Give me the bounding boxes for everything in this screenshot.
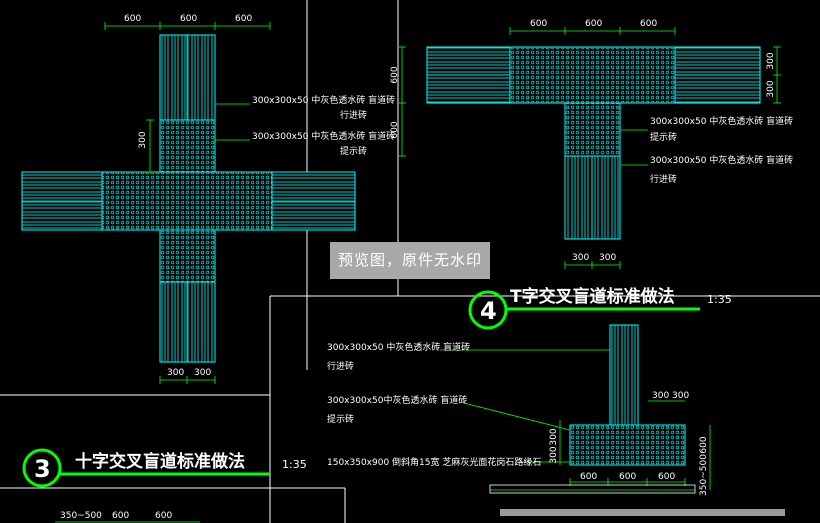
tee-label-warning-line1: 300x300x50 中灰色透水砖 盲道砖 [650, 115, 793, 127]
title-cross-number: 3 [34, 455, 51, 483]
partial-dim-3: 600 [155, 511, 172, 521]
title-tee-text: T字交叉盲道标准做法 [510, 286, 675, 307]
cross-bottom-warning-tiles [159, 229, 216, 283]
curb-stone [489, 484, 696, 494]
cross-dim-bottom-2: 300 [194, 368, 211, 378]
cross-dim-left: 300 [138, 131, 148, 148]
end-dim-bottom-2: 600 [619, 472, 636, 482]
cross-dim-top-2: 600 [180, 14, 197, 24]
cross-label-guide-line2: 行进砖 [340, 109, 367, 121]
cross-label-warning-line1: 300x300x50 中灰色透水砖 盲道砖 [252, 130, 395, 142]
end-dim-bottom-3: 600 [658, 472, 675, 482]
cross-label-guide-line1: 300x300x50 中灰色透水砖 盲道砖 [252, 94, 395, 106]
tee-top-warning-tiles [509, 46, 676, 104]
horizontal-scrollbar[interactable] [500, 509, 785, 516]
cross-bottom-guide-tiles [159, 281, 216, 363]
partial-dim-2: 600 [112, 511, 129, 521]
end-dim-right-1: 600 [699, 436, 709, 453]
end-label-guide-line2: 行进砖 [327, 360, 354, 372]
tee-stem-guide-tiles [564, 155, 621, 240]
title-cross-text: 十字交叉盲道标准做法 [75, 451, 245, 472]
cross-dim-top-1: 600 [124, 14, 141, 24]
tee-dim-top-2: 600 [585, 19, 602, 29]
partial-plan-bottom: 350~500 600 600 [55, 511, 200, 523]
end-label-curb: 150x350x900 倒斜角15宽 芝麻灰光面花岗石路缘石 [327, 456, 541, 468]
end-dim-left-1: 300 [549, 428, 559, 445]
tee-dim-right-1: 300 [766, 52, 776, 69]
title-tee: 4 T字交叉盲道标准做法 1:35 [468, 286, 732, 330]
title-cross-scale: 1:35 [282, 458, 307, 471]
end-label-warning-line1: 300x300x50中灰色透水砖 盲道砖 [327, 394, 467, 406]
end-label-guide-line1: 300x300x50 中灰色透水砖 盲道砖 [327, 341, 470, 353]
tee-dim-bottom-1: 300 [572, 253, 589, 263]
partial-dim-1: 350~500 [60, 511, 102, 521]
tee-dim-left-1: 600 [390, 66, 400, 83]
tee-dim-top-1: 600 [530, 19, 547, 29]
watermark-banner: 预览图，原件无水印 [330, 242, 490, 279]
title-cross-circle [22, 448, 62, 488]
end-dim-right-2: 350~500 [699, 454, 709, 496]
end-dim-bottom-1: 600 [580, 472, 597, 482]
tee-dim-left-2: 600 [390, 121, 400, 138]
tee-dim-bottom-2: 300 [599, 253, 616, 263]
cross-intersection-plan: 600 600 600 300 300 300 300x300x50 中灰色透水… [21, 14, 395, 384]
tee-label-guide-line2: 行进砖 [650, 173, 677, 185]
cross-center-warning-tiles [101, 171, 273, 231]
cross-label-warning-line2: 提示砖 [340, 145, 367, 157]
cross-top-warning-tiles [159, 119, 216, 173]
end-detail-plan: 300x300x50 中灰色透水砖 盲道砖 行进砖 300x300x50中灰色透… [327, 324, 711, 496]
title-tee-number: 4 [480, 297, 497, 325]
end-warning-tiles [569, 424, 686, 466]
title-tee-scale: 1:35 [707, 293, 732, 306]
end-dim-top: 300 300 [652, 391, 689, 401]
tee-dim-top-3: 600 [640, 19, 657, 29]
end-label-warning-line2: 提示砖 [327, 413, 354, 425]
tee-label-guide-line1: 300x300x50 中灰色透水砖 盲道砖 [650, 154, 793, 166]
tee-stem-warning-tiles [564, 102, 621, 157]
end-guide-tiles [609, 324, 639, 426]
tee-intersection-plan: 600 600 600 300 300 600 600 300 300 300x… [390, 19, 793, 269]
cross-dim-bottom-1: 300 [167, 368, 184, 378]
cross-dim-top-3: 600 [235, 14, 252, 24]
cross-top-guide-tiles [159, 34, 216, 121]
tee-dim-right-2: 300 [766, 80, 776, 97]
title-cross: 3 十字交叉盲道标准做法 1:35 [22, 448, 307, 488]
end-dim-left-2: 300 [549, 446, 559, 463]
tee-label-warning-line2: 提示砖 [650, 131, 677, 143]
